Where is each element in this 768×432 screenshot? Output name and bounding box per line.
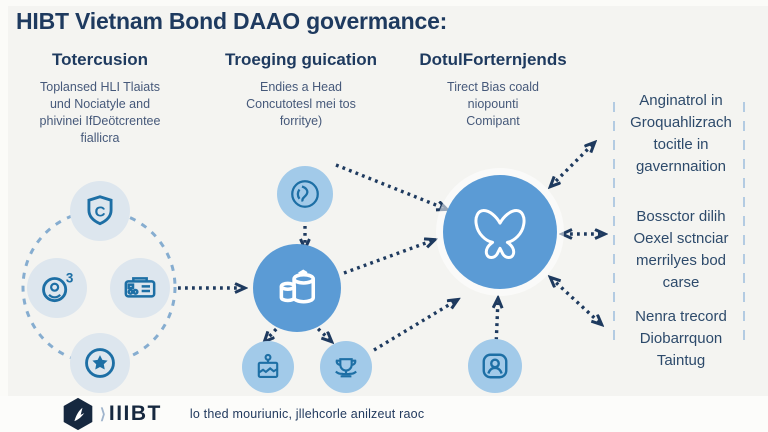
top-margin bbox=[0, 0, 768, 6]
column-heading: Troeging guication bbox=[224, 50, 378, 69]
node-database bbox=[253, 244, 341, 332]
node-hub bbox=[443, 175, 557, 289]
arrow-hub-panel-top bbox=[551, 143, 594, 186]
page-title: HIBT Vietnam Bond DAAO govermance: bbox=[16, 8, 448, 34]
column-heading: DotulForternjends bbox=[419, 50, 567, 69]
panel-line: Groquahlizrach bbox=[630, 114, 732, 131]
member-cubed-icon: 3 bbox=[42, 270, 73, 303]
butterfly-icon bbox=[474, 209, 526, 259]
column-line: Tirect Bias coald bbox=[447, 80, 539, 94]
column-line: fiallicra bbox=[80, 131, 120, 145]
console-icon bbox=[124, 277, 156, 298]
logo-text: IIIBT bbox=[108, 402, 162, 425]
column-line: Toplansed HLI Tlaiats bbox=[40, 80, 160, 94]
certificate-shield-icon: C bbox=[87, 195, 113, 226]
arrow-database-to-hub bbox=[343, 240, 434, 275]
node-profile bbox=[468, 339, 522, 393]
logo-chevron: ⟩ bbox=[100, 406, 106, 423]
panel-line: merrilyes bod bbox=[635, 252, 727, 269]
panel-block-record: Nenra trecord Diobarrquon Taintug bbox=[619, 306, 743, 372]
column-line: und Nociatyle and bbox=[49, 97, 151, 111]
panel-line: gavernnaition bbox=[635, 158, 727, 175]
panel-line: Taintug bbox=[656, 352, 706, 369]
svg-text:C: C bbox=[95, 203, 106, 220]
trophy-icon bbox=[335, 358, 357, 378]
node-member: 3 bbox=[27, 258, 87, 318]
panel-line: Anginatrol in bbox=[639, 92, 723, 109]
node-document bbox=[242, 341, 294, 393]
panel-line: tocitle in bbox=[653, 136, 709, 153]
panel-line: carse bbox=[662, 274, 700, 291]
column-line: forritye) bbox=[279, 114, 323, 128]
profile-frame-icon bbox=[482, 353, 508, 379]
panel-line: Bossctor dilih bbox=[636, 208, 726, 225]
database-icon bbox=[279, 269, 316, 304]
document-sprout-icon bbox=[257, 353, 279, 378]
column-heading: Totercusion bbox=[51, 50, 149, 69]
node-trophy bbox=[320, 341, 372, 393]
column-dotul: DotulForternjends Tirect Bias coald niop… bbox=[398, 50, 588, 130]
panel-line: Nenra trecord bbox=[635, 308, 727, 325]
footer-bar: ⟩ IIIBT lo thed mouriunic, jllehcorle an… bbox=[0, 396, 768, 432]
node-star bbox=[70, 333, 130, 393]
column-line: Comipant bbox=[466, 114, 520, 128]
column-totercusion: Totercusion Toplansed HLI Tlaiats und No… bbox=[8, 50, 192, 147]
left-margin bbox=[0, 0, 8, 432]
node-certificate: C bbox=[70, 181, 130, 241]
node-console bbox=[110, 258, 170, 318]
svg-text:3: 3 bbox=[66, 270, 73, 285]
panel-line: Diobarrquon bbox=[639, 330, 723, 347]
seal-icon bbox=[291, 180, 319, 208]
arrow-trophy-to-hub bbox=[373, 300, 457, 352]
column-line: phivinei IfDeötcrentee bbox=[39, 114, 161, 128]
column-line: Endies a Head bbox=[259, 80, 342, 94]
panel-line: Oexel sctnciar bbox=[633, 230, 729, 247]
panel-block-sector: Bossctor dilih Oexel sctnciar merrilyes … bbox=[619, 206, 743, 294]
star-badge-icon bbox=[85, 348, 115, 378]
column-line: Concutotesl mei tos bbox=[246, 97, 356, 111]
arrow-seal-to-hub bbox=[335, 163, 446, 209]
footer-tagline: lo thed mouriunic, jllehcorle anilzeut r… bbox=[189, 407, 425, 421]
arrow-hub-panel-bottom bbox=[551, 278, 601, 324]
column-troeging: Troeging guication Endies a Head Concuto… bbox=[206, 50, 396, 130]
node-seal bbox=[277, 166, 333, 222]
hibt-hexagon-logo bbox=[63, 397, 93, 431]
panel-block-governance: Anginatrol in Groquahlizrach tocitle in … bbox=[619, 90, 743, 178]
column-line: niopounti bbox=[467, 97, 519, 111]
